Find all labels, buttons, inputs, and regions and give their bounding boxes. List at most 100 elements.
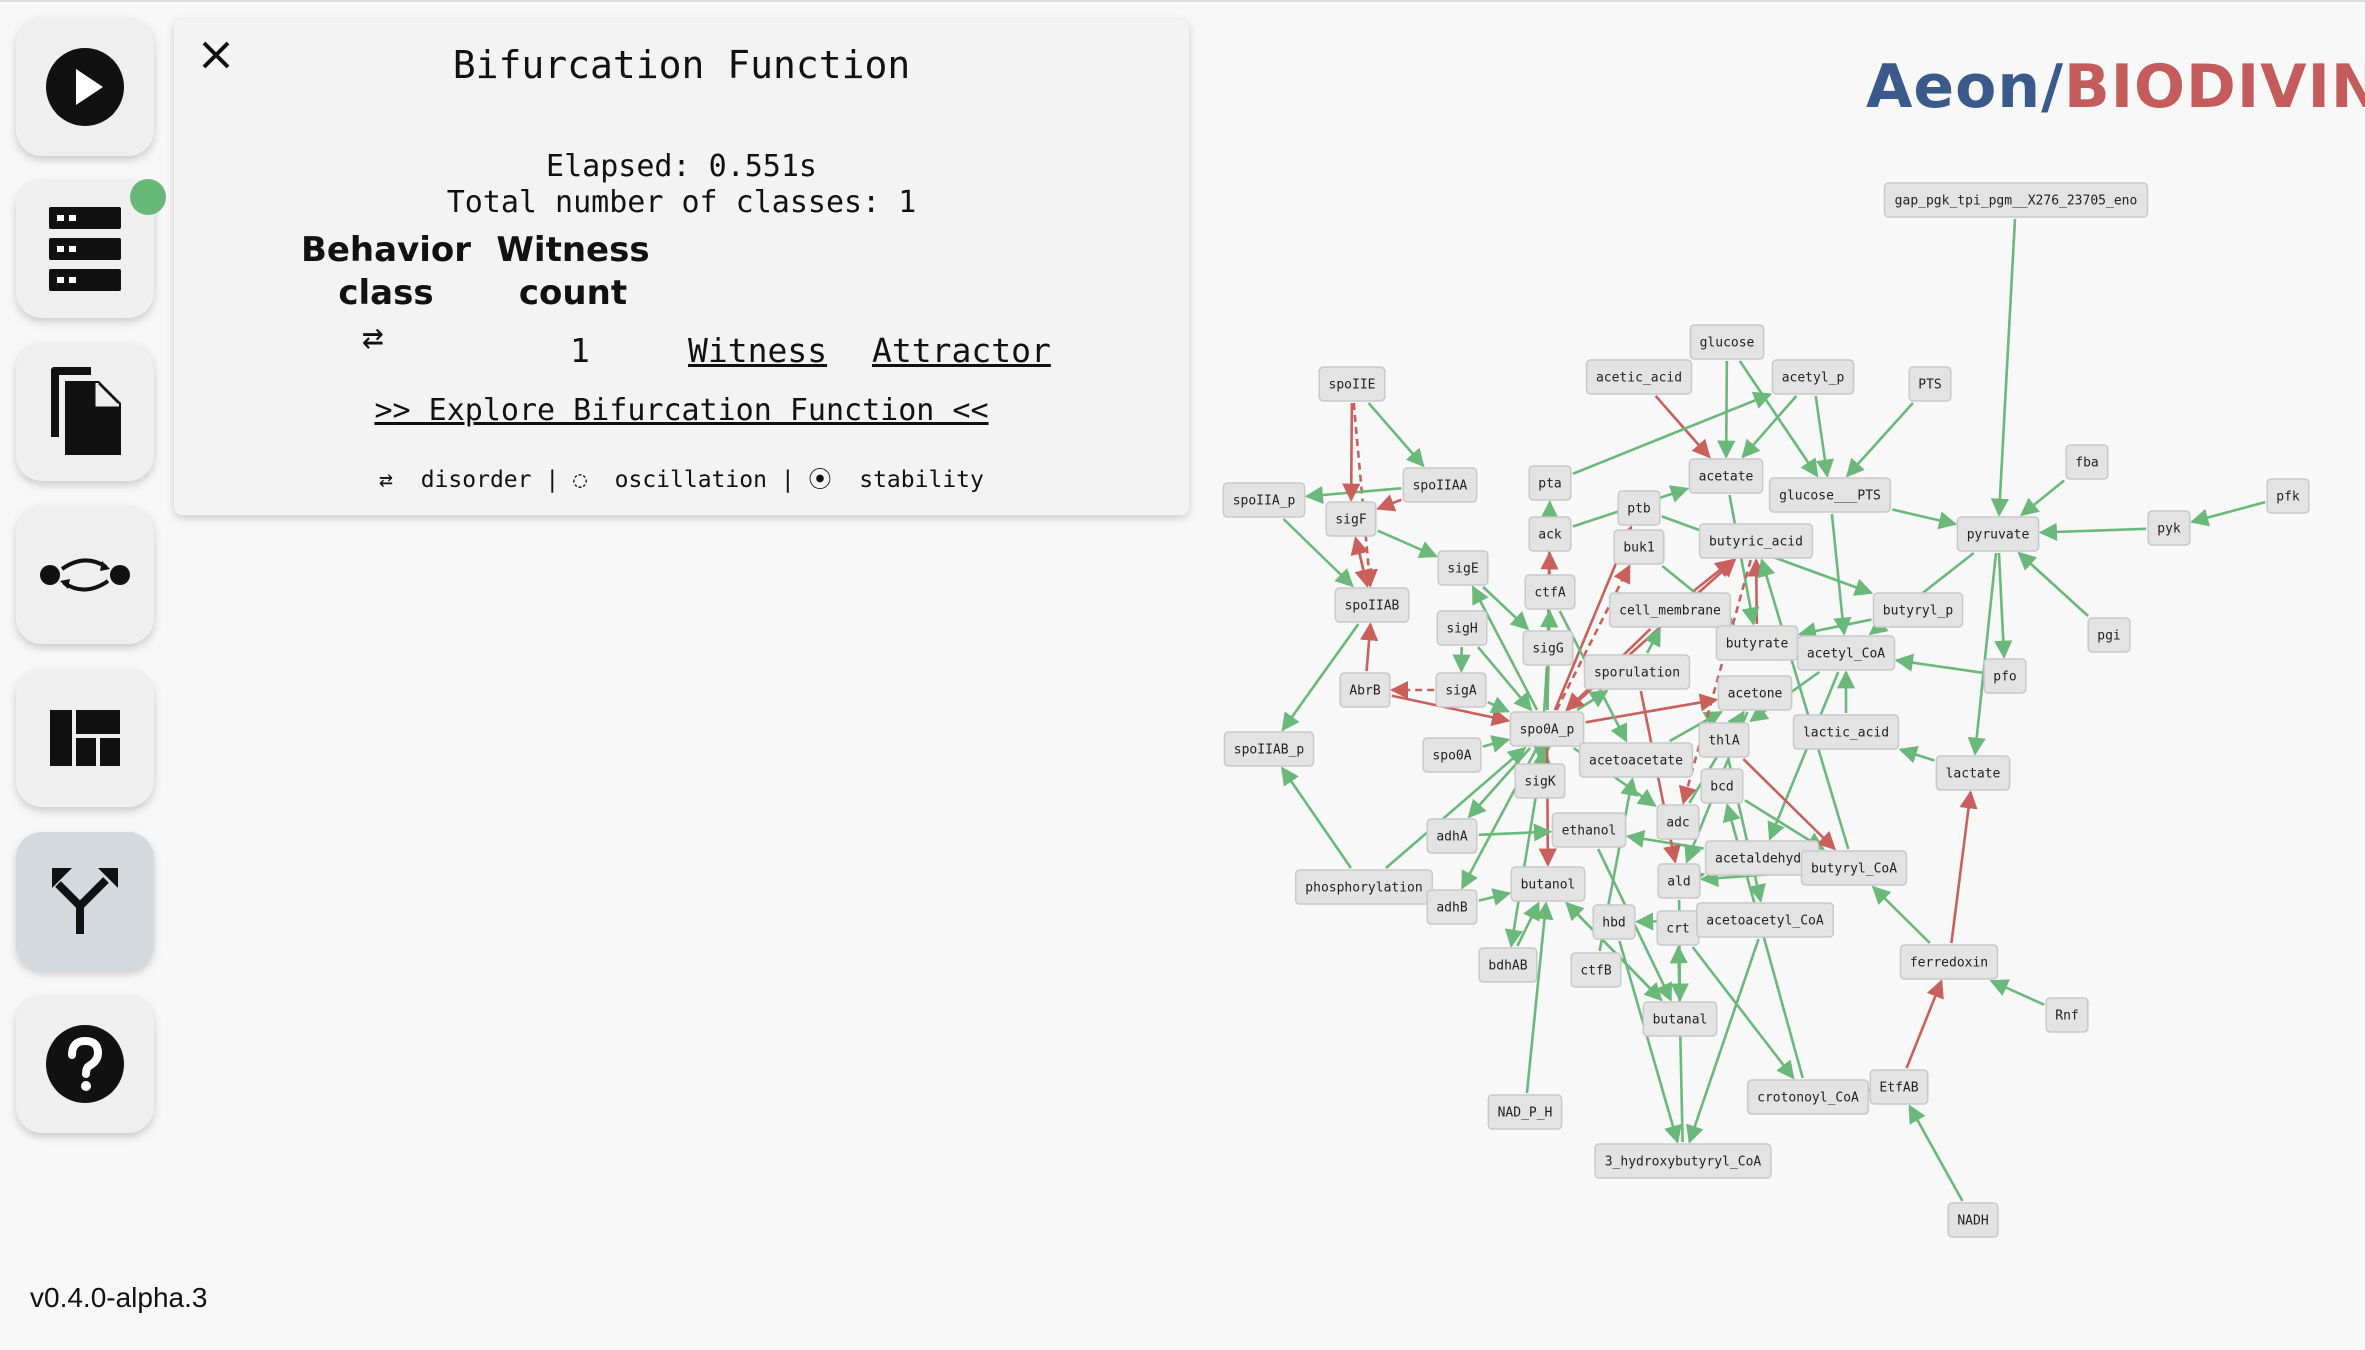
graph-node-fba[interactable]: fba	[2065, 444, 2109, 480]
graph-edge-activation[interactable]	[1908, 1104, 1964, 1202]
graph-node-bcd[interactable]: bcd	[1700, 768, 1744, 804]
graph-edge-activation[interactable]	[1385, 746, 1527, 869]
graph-node-butyryl-p[interactable]: butyryl_p	[1872, 592, 1964, 628]
graph-node-pgi[interactable]: pgi	[2087, 617, 2131, 653]
graph-edge-activation[interactable]	[1618, 940, 1682, 1144]
graph-node-ptb[interactable]: ptb	[1617, 490, 1661, 526]
graph-node-acetoacetate[interactable]: acetoacetate	[1578, 742, 1694, 778]
graph-node-ald[interactable]: ald	[1657, 863, 1701, 899]
graph-node-sigk[interactable]: sigK	[1514, 763, 1566, 799]
graph-edge-activation[interactable]	[1478, 823, 1553, 842]
attractor-link[interactable]: Attractor	[872, 331, 1051, 370]
graph-edge-activation[interactable]	[1367, 402, 1425, 468]
graph-edge-activation[interactable]	[1478, 888, 1512, 906]
graph-edge-inhibition[interactable]	[1350, 536, 1369, 587]
graph-node-nad-p-h[interactable]: NAD_P_H	[1487, 1094, 1563, 1130]
graph-node-nadh[interactable]: NADH	[1947, 1202, 1999, 1238]
graph-node-spo0a[interactable]: spo0A	[1422, 737, 1482, 773]
graph-edge-activation[interactable]	[1830, 513, 1852, 636]
server-button[interactable]	[16, 180, 154, 318]
graph-edge-activation[interactable]	[1757, 558, 1850, 850]
graph-edge-activation[interactable]	[1282, 518, 1354, 588]
graph-node-ferredoxin[interactable]: ferredoxin	[1899, 944, 1999, 980]
graph-edge-activation[interactable]	[1686, 938, 1760, 1144]
graph-node-lactate[interactable]: lactate	[1935, 755, 2011, 791]
graph-edge-inhibition[interactable]	[1376, 494, 1402, 512]
documents-button[interactable]	[16, 343, 154, 481]
graph-node-adc[interactable]: adc	[1656, 804, 1700, 840]
graph-edge-activation[interactable]	[2017, 551, 2089, 617]
graph-node-sige[interactable]: sigE	[1437, 550, 1489, 586]
graph-node-acetoacetyl-coa[interactable]: acetoacetyl_CoA	[1696, 902, 1834, 938]
graph-edge-activation[interactable]	[1487, 696, 1511, 713]
graph-node-crt[interactable]: crt	[1656, 910, 1700, 946]
graph-node-gap-pgk-tpi-pgm-x276-23705-eno[interactable]: gap_pgk_tpi_pgm__X276_23705_eno	[1883, 182, 2149, 218]
graph-edge-activation[interactable]	[1525, 901, 1554, 1094]
graph-edge-activation[interactable]	[1871, 885, 1931, 944]
dashboard-button[interactable]	[16, 669, 154, 807]
graph-node-etfab[interactable]: EtfAB	[1869, 1069, 1929, 1105]
graph-edge-activation[interactable]	[1994, 552, 2013, 659]
help-button[interactable]	[16, 995, 154, 1133]
graph-node-ctfb[interactable]: ctfB	[1570, 952, 1622, 988]
graph-node-spoiia-p[interactable]: spoIIA_p	[1222, 482, 1306, 518]
graph-edge-activation[interactable]	[1482, 586, 1530, 631]
graph-node-acetone[interactable]: acetone	[1717, 675, 1793, 711]
graph-edge-inhibition[interactable]	[1654, 395, 1711, 459]
graph-edge-inhibition[interactable]	[1905, 979, 1944, 1069]
graph-node-pta[interactable]: pta	[1528, 465, 1572, 501]
graph-edge-inhibition[interactable]	[1747, 558, 1766, 625]
graph-node-sporulation[interactable]: sporulation	[1583, 654, 1691, 690]
graph-edge-activation[interactable]	[1377, 529, 1438, 559]
graph-edge-activation[interactable]	[1990, 218, 2017, 517]
graph-node-ack[interactable]: ack	[1528, 516, 1572, 552]
graph-node-thla[interactable]: thlA	[1698, 722, 1750, 758]
graph-edge-activation[interactable]	[1281, 623, 1360, 732]
graph-node-pyruvate[interactable]: pyruvate	[1956, 516, 2040, 552]
graph-node-acetic-acid[interactable]: acetic_acid	[1585, 359, 1693, 395]
graph-node-sigf[interactable]: sigF	[1325, 501, 1377, 537]
graph-node-sigh[interactable]: sigH	[1436, 610, 1488, 646]
graph-node-pfk[interactable]: pfk	[2266, 478, 2310, 514]
graph-node-spoiiab-p[interactable]: spoIIAB_p	[1223, 731, 1315, 767]
graph-node-siga[interactable]: sigA	[1435, 672, 1487, 708]
graph-node-bdhab[interactable]: bdhAB	[1478, 947, 1538, 983]
graph-edge-activation[interactable]	[1516, 901, 1540, 947]
graph-edge-activation[interactable]	[1471, 585, 1539, 711]
graph-edge-inhibition[interactable]	[1555, 564, 1631, 711]
graph-node-pyk[interactable]: pyk	[2147, 510, 2191, 546]
graph-node-3-hydroxybutyryl-coa[interactable]: 3_hydroxybutyryl_CoA	[1594, 1143, 1772, 1179]
graph-edge-activation[interactable]	[1814, 395, 1834, 478]
graph-edge-activation[interactable]	[1989, 979, 2045, 1006]
graph-edge-activation[interactable]	[1797, 618, 1872, 640]
graph-node-butyryl-coa[interactable]: butyryl_CoA	[1800, 850, 1908, 886]
graph-node-pts[interactable]: PTS	[1908, 366, 1952, 402]
graph-edge-activation[interactable]	[1304, 485, 1402, 505]
graph-edge-inhibition[interactable]	[1692, 558, 1734, 593]
graph-edge-activation[interactable]	[1894, 653, 1983, 674]
graph-node-ethanol[interactable]: ethanol	[1551, 812, 1627, 848]
graph-edge-activation[interactable]	[1845, 402, 1914, 478]
witness-link[interactable]: Witness	[688, 331, 828, 370]
graph-edge-inhibition[interactable]	[1342, 402, 1361, 502]
graph-node-buk1[interactable]: buk1	[1613, 529, 1665, 565]
graph-node-glucose[interactable]: glucose	[1689, 324, 1765, 360]
bifurcation-button[interactable]	[16, 832, 154, 970]
graph-edge-activation[interactable]	[1717, 360, 1736, 459]
graph-edge-activation[interactable]	[1898, 745, 1935, 764]
graph-edge-inhibition[interactable]	[1742, 758, 1836, 851]
transition-button[interactable]	[16, 506, 154, 644]
graph-node-phosphorylation[interactable]: phosphorylation	[1295, 869, 1433, 905]
play-button[interactable]	[16, 18, 154, 156]
graph-node-adhb[interactable]: adhB	[1426, 889, 1478, 925]
graph-edge-activation[interactable]	[1281, 766, 1352, 869]
graph-edge-activation[interactable]	[1738, 360, 1819, 478]
graph-edge-inhibition[interactable]	[1585, 693, 1719, 724]
graph-node-spoiiab[interactable]: spoIIAB	[1334, 587, 1410, 623]
graph-node-spoiiaa[interactable]: spoIIAA	[1402, 467, 1478, 503]
graph-node-butyric-acid[interactable]: butyric_acid	[1698, 523, 1814, 559]
graph-node-acetate[interactable]: acetate	[1688, 458, 1764, 494]
graph-node-butyrate[interactable]: butyrate	[1715, 625, 1799, 661]
graph-edge-activation[interactable]	[1669, 710, 1723, 743]
